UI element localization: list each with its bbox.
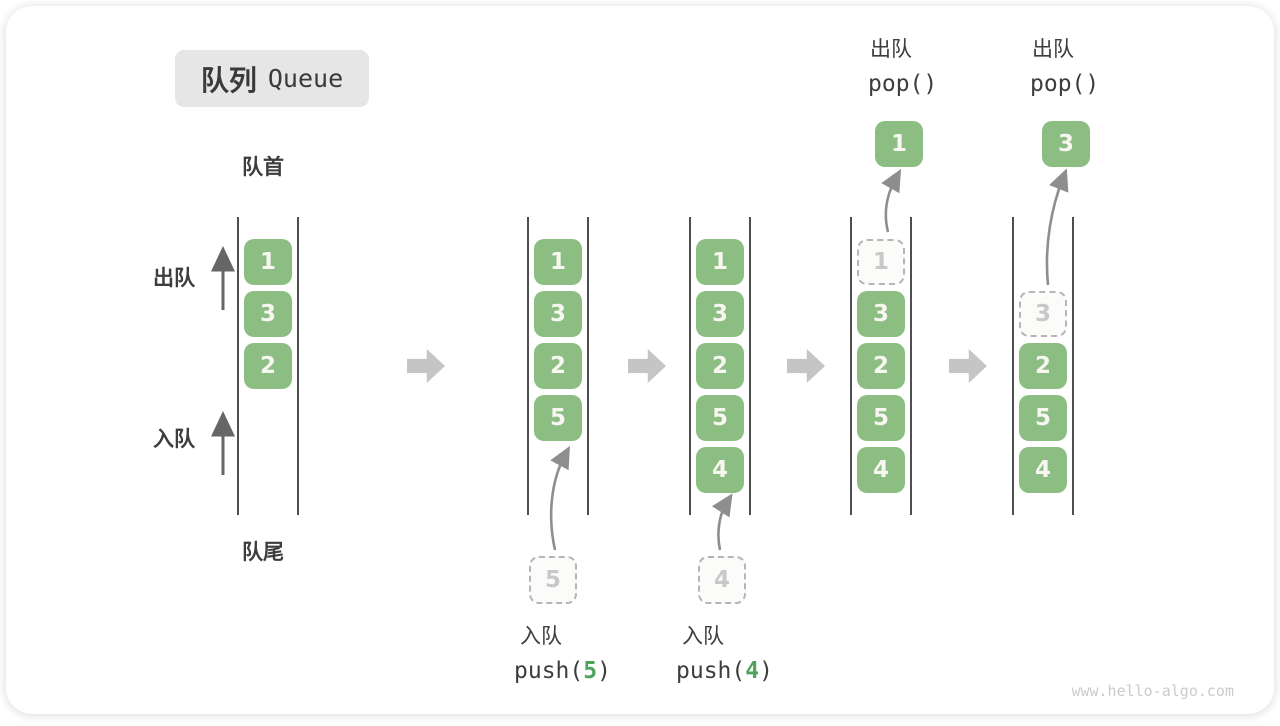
queue-cell-5: 5 [696, 395, 744, 441]
label-enqueue-side: 入队 [153, 428, 195, 451]
enqueue-op-code-arg: 5 [583, 658, 598, 684]
label-queue-rear: 队尾 [242, 541, 284, 564]
transition-arrow-2 [628, 349, 666, 383]
incoming-box-5: 5 [529, 556, 577, 604]
enqueue-op-code-post: ) [759, 658, 773, 684]
dequeue-op-code-pre: pop() [868, 71, 938, 97]
title-box: 队列 Queue [175, 50, 369, 107]
queue-cell-1: 1 [696, 239, 744, 285]
dequeue-op-code-pre: pop() [1030, 71, 1100, 97]
queue-wall-right [297, 217, 299, 515]
queue-wall-left [1012, 217, 1014, 515]
queue-cell-5: 5 [857, 395, 905, 441]
watermark: www.hello-algo.com [1071, 682, 1234, 700]
queue-cell-3: 3 [244, 291, 292, 337]
enqueue-op-code-pre: push( [514, 658, 584, 684]
diagram-card: 队列 Queue 队首 队尾 出队 入队 1 3 2 1 3 2 5 1 3 2 5 4 1 3 2 5… [6, 6, 1274, 714]
transition-arrow-1 [407, 349, 445, 383]
queue-cell-4: 4 [857, 447, 905, 493]
queue-stage-initial: 1 3 2 [237, 217, 299, 515]
enqueue-op-label: 入队 [682, 625, 724, 648]
enqueue-op-code: push(5) [514, 660, 611, 683]
queue-cell-2: 2 [534, 343, 582, 389]
queue-wall-left [237, 217, 239, 515]
queue-cell-3: 3 [857, 291, 905, 337]
queue-wall-right [910, 217, 912, 515]
dequeue-op-label: 出队 [1032, 38, 1074, 61]
popped-box-3: 3 [1042, 121, 1090, 167]
incoming-box-4: 4 [698, 556, 746, 604]
queue-cell-2: 2 [857, 343, 905, 389]
enqueue-op-code-pre: push( [676, 658, 746, 684]
popped-box-1: 1 [875, 121, 923, 167]
queue-cell-4: 4 [696, 447, 744, 493]
queue-cell-1: 1 [244, 239, 292, 285]
transition-arrow-4 [949, 349, 987, 383]
title-zh: 队列 [200, 64, 257, 96]
queue-wall-left [689, 217, 691, 515]
queue-cell-1: 1 [534, 239, 582, 285]
queue-cell-2: 2 [244, 343, 292, 389]
transition-arrow-3 [787, 349, 825, 383]
enqueue-op-code-arg: 4 [745, 658, 760, 684]
queue-cell-3: 3 [696, 291, 744, 337]
queue-cell-3: 3 [534, 291, 582, 337]
queue-wall-right [749, 217, 751, 515]
queue-cell-2: 2 [696, 343, 744, 389]
queue-wall-right [1072, 217, 1074, 515]
queue-wall-left [850, 217, 852, 515]
queue-wall-right [587, 217, 589, 515]
queue-stage-push4: 1 3 2 5 4 [689, 217, 751, 515]
queue-cell-1-ghost: 1 [857, 239, 905, 285]
queue-cell-4: 4 [1019, 447, 1067, 493]
dequeue-op-code: pop() [868, 73, 937, 96]
queue-cell-5: 5 [534, 395, 582, 441]
label-dequeue-side: 出队 [153, 267, 195, 290]
queue-stage-push5: 1 3 2 5 [527, 217, 589, 515]
label-queue-front: 队首 [242, 156, 284, 179]
queue-wall-left [527, 217, 529, 515]
enqueue-op-code-post: ) [597, 658, 611, 684]
queue-cell-2: 2 [1019, 343, 1067, 389]
enqueue-op-code: push(4) [676, 660, 773, 683]
queue-cell-5: 5 [1019, 395, 1067, 441]
title-en: Queue [267, 64, 344, 93]
queue-cell-3-ghost: 3 [1019, 291, 1067, 337]
enqueue-op-label: 入队 [520, 625, 562, 648]
queue-stage-pop1: 1 3 2 5 4 [850, 217, 912, 515]
dequeue-op-label: 出队 [870, 38, 912, 61]
dequeue-op-code: pop() [1030, 73, 1099, 96]
queue-stage-pop3: 3 2 5 4 [1012, 217, 1074, 515]
